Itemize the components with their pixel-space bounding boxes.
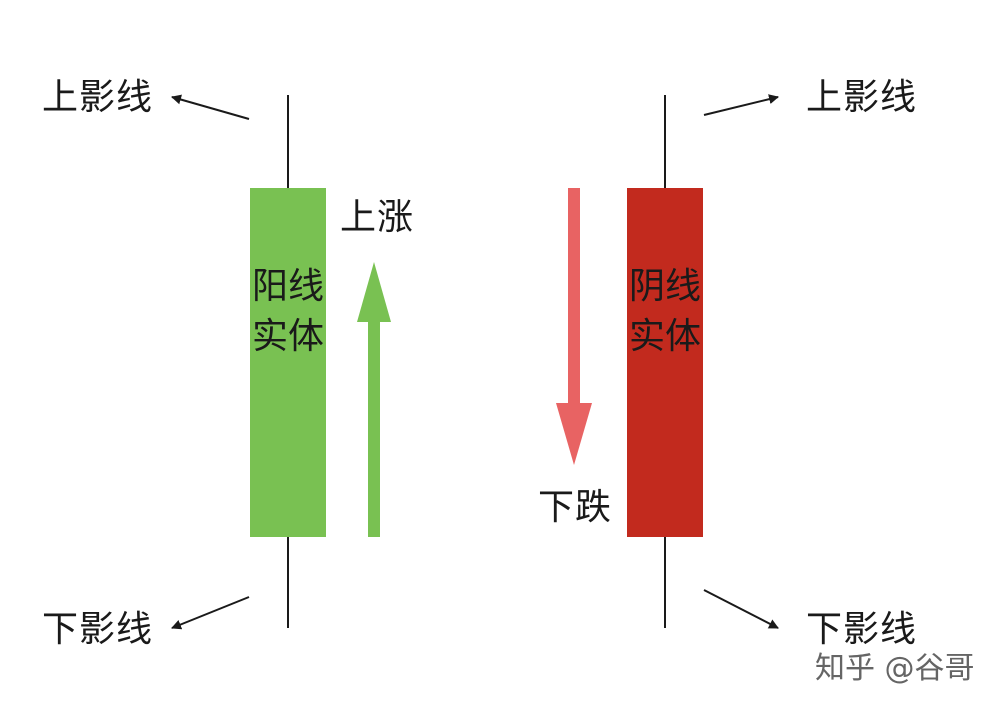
up-arrow-shaft xyxy=(368,320,380,537)
bearish-body xyxy=(627,188,703,537)
rise-label: 上涨 xyxy=(340,197,415,238)
bullish-upper-shadow-label: 上影线 xyxy=(42,77,154,118)
bearish-lower-shadow-pointer xyxy=(703,589,779,629)
bullish-upper-shadow-pointer xyxy=(171,94,250,120)
up-arrow-head xyxy=(357,262,391,322)
bearish-upper-shadow-label: 上影线 xyxy=(806,77,918,118)
bullish-lower-shadow-label: 下影线 xyxy=(42,609,154,650)
fall-label: 下跌 xyxy=(538,487,613,528)
bullish-lower-shadow-pointer xyxy=(171,596,250,630)
bearish-body-label: 阴线实体 xyxy=(628,266,701,357)
down-arrow-head xyxy=(556,403,592,465)
bearish-upper-shadow-pointer xyxy=(703,94,779,116)
bearish-lower-shadow-label: 下影线 xyxy=(806,609,918,650)
bullish-body xyxy=(250,188,326,537)
bullish-body-label: 阳线实体 xyxy=(251,266,324,357)
watermark: 知乎 @谷哥 xyxy=(815,651,975,686)
down-arrow-shaft xyxy=(568,188,580,405)
